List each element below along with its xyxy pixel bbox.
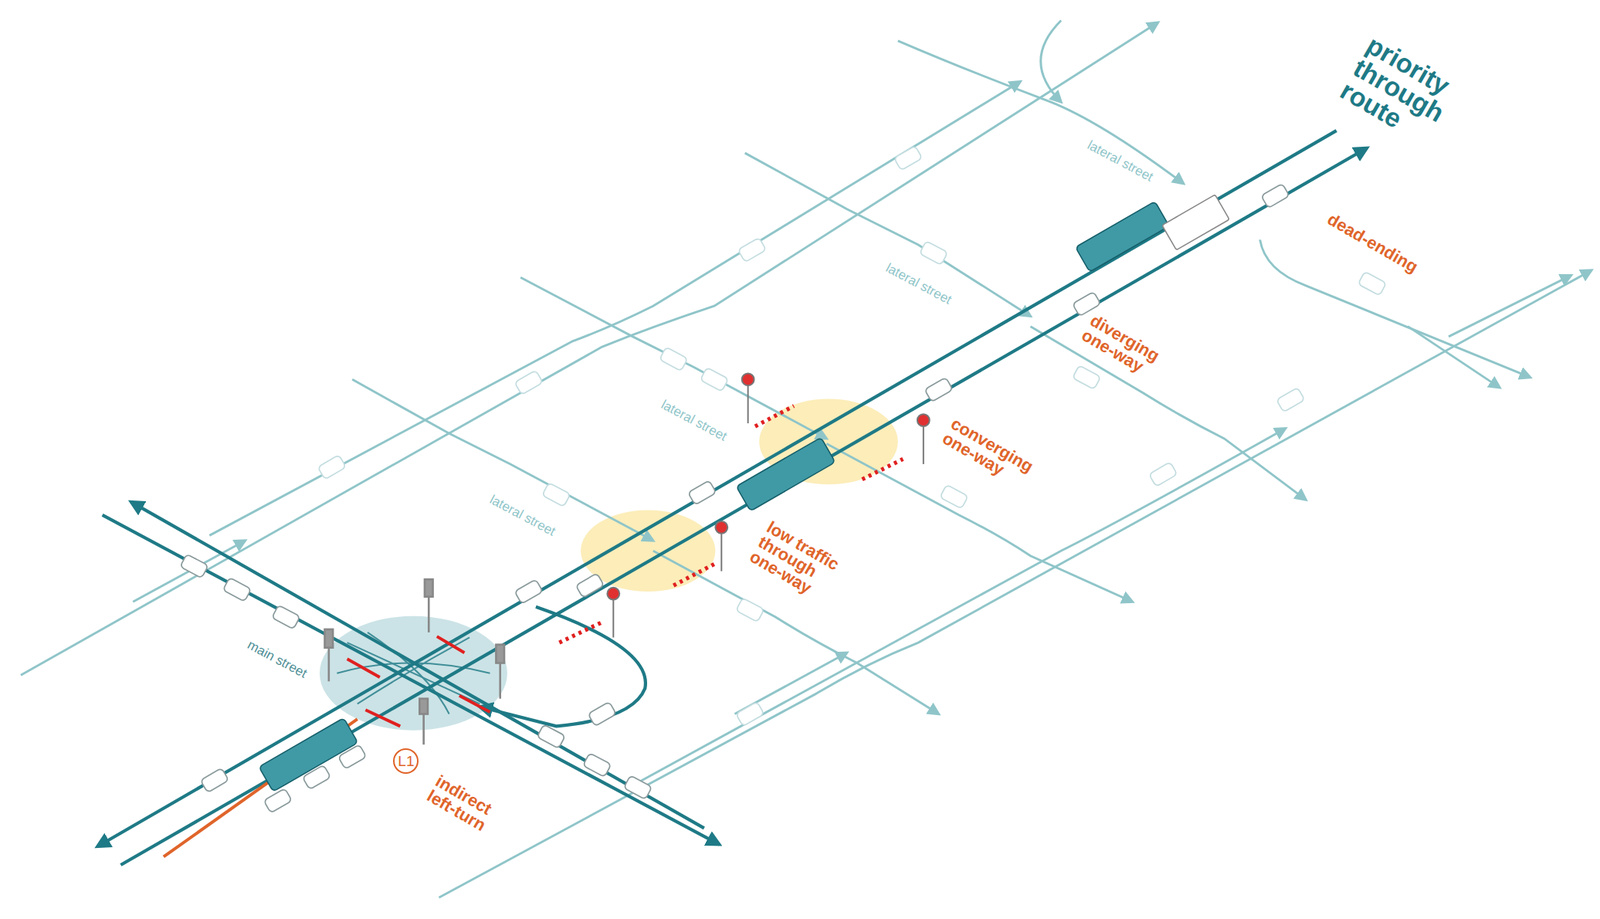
- car-icon: [338, 744, 367, 770]
- car-icon: [919, 240, 949, 265]
- car-icon: [200, 767, 230, 793]
- car-icon: [623, 775, 653, 800]
- car-icon: [514, 369, 543, 395]
- car-icon: [223, 577, 252, 602]
- car-icon: [735, 701, 765, 727]
- car-icon: [271, 604, 301, 629]
- car-icon: [1261, 183, 1290, 209]
- street-label: lateral street: [881, 259, 956, 309]
- callout-label: low traffic through one-way: [744, 517, 852, 610]
- car-icon: [514, 579, 543, 604]
- car-icon: [1149, 461, 1178, 487]
- car-icon: [659, 346, 689, 371]
- street-label: main street: [243, 636, 312, 682]
- car-icon: [179, 553, 209, 578]
- car-icon: [1358, 271, 1387, 296]
- car-icon: [317, 454, 346, 480]
- car-icon: [583, 752, 612, 777]
- car-icon: [894, 145, 923, 171]
- callout-label: converging one-way: [937, 413, 1047, 497]
- car-icon: [1276, 387, 1306, 413]
- car-icon: [542, 482, 571, 507]
- street-label: lateral street: [1083, 136, 1159, 187]
- car-icon: [939, 484, 969, 509]
- car-icon: [536, 724, 566, 749]
- car-icon: [735, 597, 765, 622]
- callout-number: L1: [393, 748, 419, 774]
- car-icon: [302, 764, 332, 790]
- car-icon: [688, 480, 717, 506]
- callout-label: dead-ending: [1322, 208, 1423, 278]
- car-icon: [924, 377, 953, 403]
- car-icon: [576, 572, 605, 598]
- callout-label: indirect left-turn: [421, 770, 517, 847]
- car-icon: [738, 237, 767, 263]
- route-title: priority through route: [1333, 29, 1478, 160]
- car-icon: [700, 367, 729, 392]
- car-icon: [587, 701, 617, 727]
- street-label: lateral street: [656, 396, 732, 446]
- car-icon: [263, 788, 292, 814]
- car-icon: [1072, 365, 1102, 390]
